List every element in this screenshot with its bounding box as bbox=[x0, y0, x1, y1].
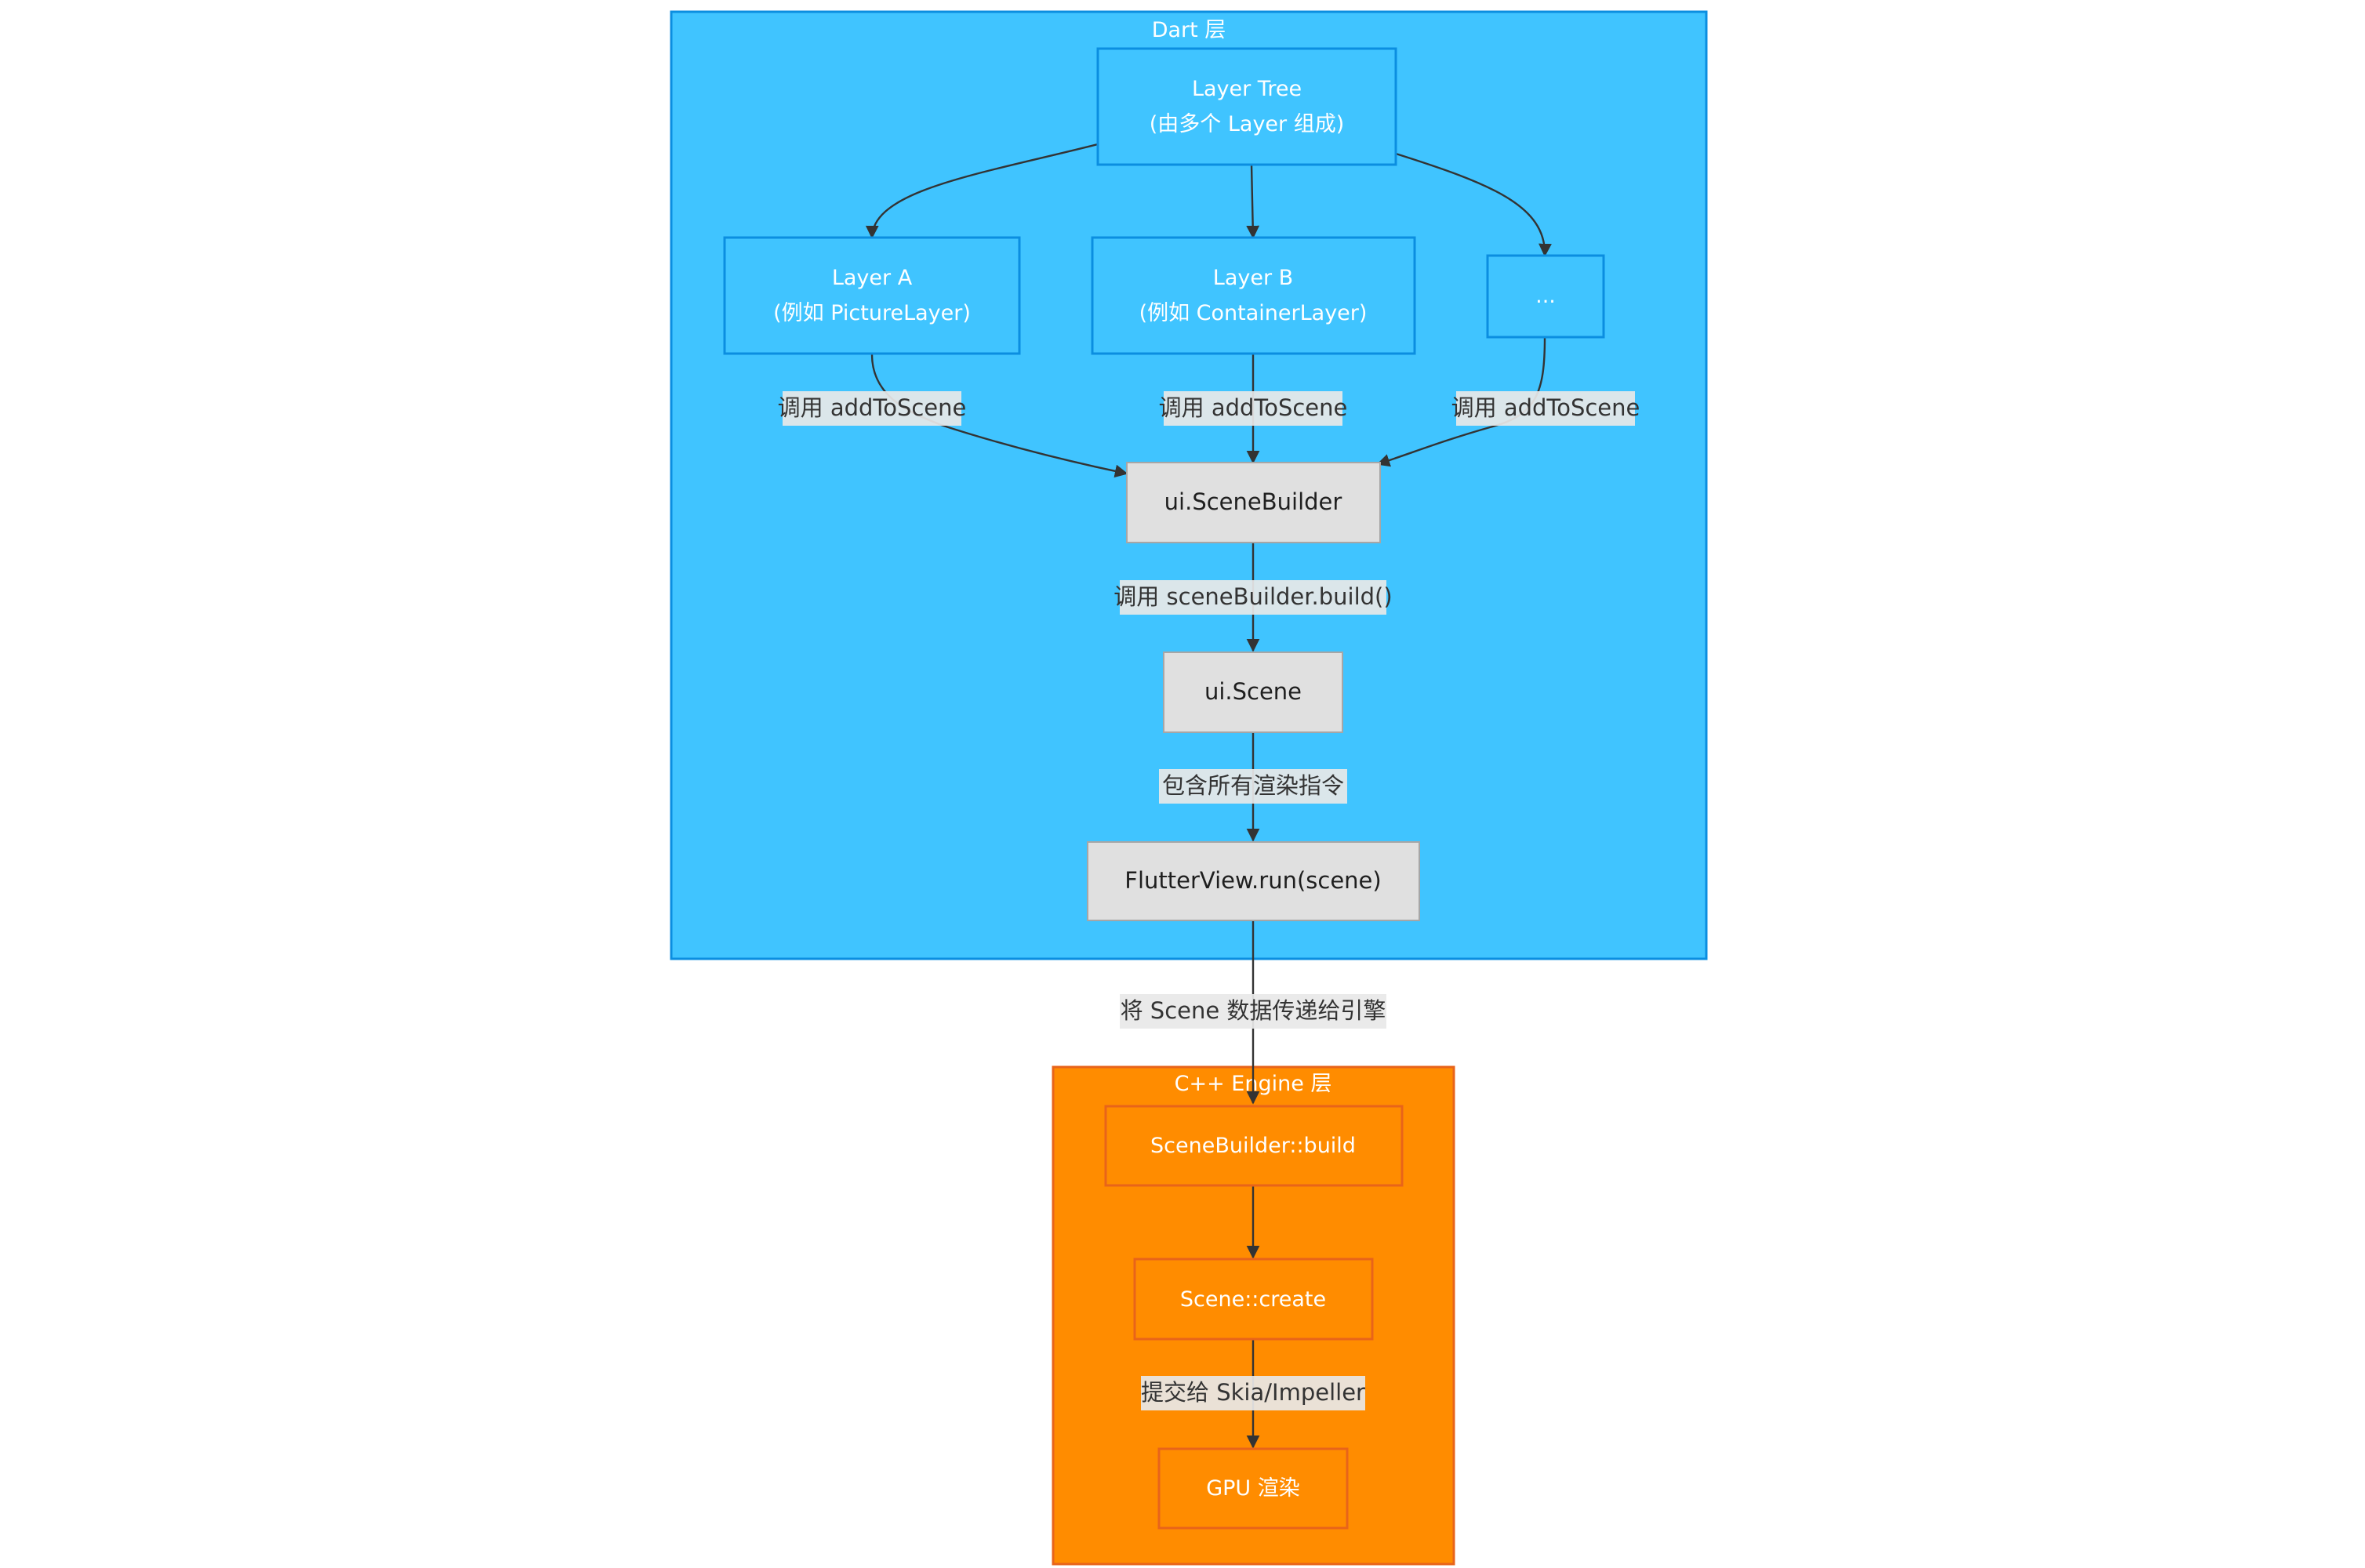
node-ui-scene-label: ui.Scene bbox=[1204, 678, 1302, 705]
node-layer-a-line-2: (例如 PictureLayer) bbox=[773, 301, 971, 325]
node-cpp-scene-create-box bbox=[1133, 1258, 1374, 1341]
node-layer-a-box bbox=[723, 236, 1021, 355]
node-layer-b-line-1: Layer B bbox=[1213, 266, 1293, 290]
edge-label-render-instructions-text: 包含所有渲染指令 bbox=[1162, 772, 1344, 799]
edge-label-to-engine-text: 将 Scene 数据传递给引擎 bbox=[1121, 997, 1386, 1024]
node-layer-tree-line-2: (由多个 Layer 组成) bbox=[1150, 112, 1345, 136]
edge-label-layer-b: 调用 addToScene bbox=[1159, 391, 1348, 426]
edge-label-render-instructions-bg bbox=[1159, 769, 1347, 804]
node-layer-tree: Layer Tree (由多个 Layer 组成) bbox=[1096, 47, 1397, 166]
node-ellipsis-box bbox=[1486, 254, 1605, 339]
edge-ellipsis-to-scene-builder bbox=[1376, 336, 1546, 467]
edge-label-ellipsis-text: 调用 addToScene bbox=[1451, 394, 1640, 421]
edge-label-layer-b-bg bbox=[1164, 391, 1342, 426]
edge-label-to-engine-bg bbox=[1120, 994, 1386, 1029]
node-ellipsis-label: ... bbox=[1535, 284, 1556, 308]
node-scene-builder-label: ui.SceneBuilder bbox=[1164, 488, 1342, 515]
edge-label-to-engine: 将 Scene 数据传递给引擎 bbox=[1120, 994, 1386, 1029]
node-cpp-scene-create: Scene::create bbox=[1133, 1258, 1374, 1341]
node-scene-builder-box bbox=[1126, 462, 1381, 543]
edge-label-build: 调用 sceneBuilder.build() bbox=[1113, 580, 1393, 615]
node-cpp-scene-builder-build: SceneBuilder::build bbox=[1104, 1105, 1404, 1187]
edge-layer-tree-to-layer-b bbox=[1246, 164, 1260, 239]
node-cpp-scene-builder-build-box bbox=[1104, 1105, 1404, 1187]
node-ui-scene: ui.Scene bbox=[1163, 652, 1343, 733]
edge-layer-tree-to-ellipsis bbox=[1395, 152, 1552, 257]
node-layer-tree-box bbox=[1096, 47, 1397, 166]
node-gpu-render-label: GPU 渲染 bbox=[1206, 1476, 1300, 1501]
node-cpp-scene-builder-build-label: SceneBuilder::build bbox=[1150, 1134, 1356, 1158]
node-layer-a: Layer A (例如 PictureLayer) bbox=[723, 236, 1021, 355]
node-gpu-render: GPU 渲染 bbox=[1157, 1447, 1349, 1530]
node-ui-scene-box bbox=[1163, 652, 1343, 733]
edge-label-to-gpu: 提交给 Skia/Impeller bbox=[1141, 1376, 1365, 1410]
node-flutter-view-run: FlutterView.run(scene) bbox=[1087, 841, 1420, 921]
node-cpp-scene-create-label: Scene::create bbox=[1180, 1287, 1326, 1312]
edge-label-build-text: 调用 sceneBuilder.build() bbox=[1113, 583, 1392, 610]
edge-label-layer-b-text: 调用 addToScene bbox=[1159, 394, 1348, 421]
dart-cluster-title: Dart 层 bbox=[1152, 18, 1226, 42]
node-gpu-render-box bbox=[1157, 1447, 1349, 1530]
node-layer-b: Layer B (例如 ContainerLayer) bbox=[1091, 236, 1416, 355]
edge-label-layer-a: 调用 addToScene bbox=[778, 391, 967, 426]
node-layer-a-line-1: Layer A bbox=[832, 266, 913, 290]
edge-label-build-bg bbox=[1120, 580, 1386, 615]
edge-layer-tree-to-layer-a bbox=[865, 143, 1099, 239]
node-flutter-view-run-label: FlutterView.run(scene) bbox=[1124, 867, 1381, 894]
node-layer-b-line-2: (例如 ContainerLayer) bbox=[1139, 301, 1368, 325]
edge-label-to-gpu-bg bbox=[1141, 1376, 1365, 1410]
edge-label-layer-a-bg bbox=[783, 391, 961, 426]
edge-label-to-gpu-text: 提交给 Skia/Impeller bbox=[1141, 1379, 1365, 1406]
edge-label-layer-a-text: 调用 addToScene bbox=[778, 394, 967, 421]
node-layer-tree-line-1: Layer Tree bbox=[1192, 77, 1302, 101]
node-scene-builder: ui.SceneBuilder bbox=[1126, 462, 1381, 543]
edge-label-ellipsis-bg bbox=[1456, 391, 1635, 426]
edge-label-render-instructions: 包含所有渲染指令 bbox=[1159, 769, 1347, 804]
node-flutter-view-run-box bbox=[1087, 841, 1420, 921]
edge-label-ellipsis: 调用 addToScene bbox=[1451, 391, 1640, 426]
node-layer-b-box bbox=[1091, 236, 1416, 355]
node-ellipsis: ... bbox=[1486, 254, 1605, 339]
